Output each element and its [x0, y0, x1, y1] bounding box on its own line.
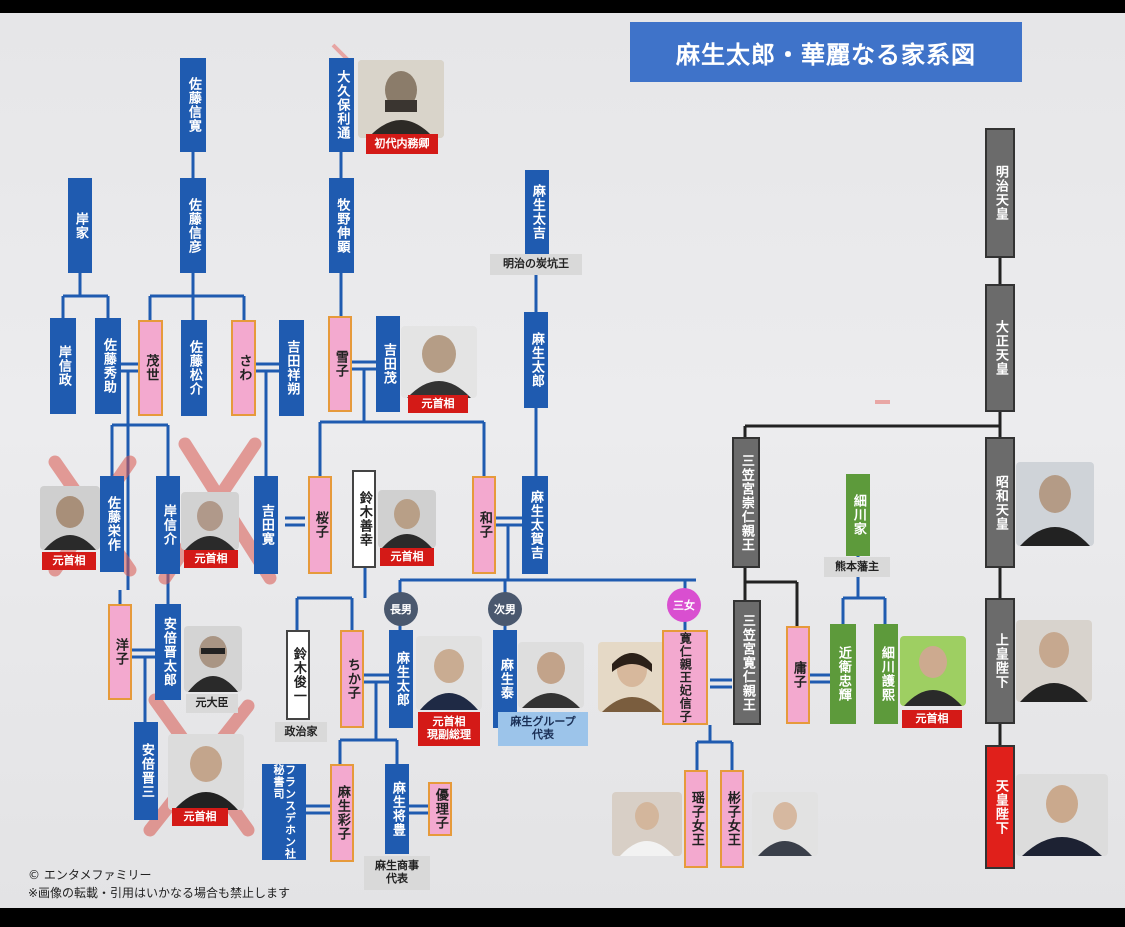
- person-aso-taro: 麻生太郎: [389, 630, 413, 728]
- person-france-secretary: フランスデホン社秘書司: [262, 764, 306, 860]
- abe-shintaro-portrait: [184, 626, 242, 692]
- akiko-portrait: [752, 792, 818, 856]
- person-aso-masatoyo: 麻生将豊: [385, 764, 409, 854]
- person-taisho: 大正天皇: [985, 284, 1015, 412]
- person-kazuko: 和子: [472, 476, 496, 574]
- page-title: 麻生太郎・華麗なる家系図: [630, 22, 1022, 82]
- person-suzuki-shunichi: 鈴木俊一: [286, 630, 310, 720]
- person-mikasa-takahito: 三笠宮崇仁親王: [732, 437, 760, 568]
- person-akiko: 彬子女王: [720, 770, 744, 868]
- label-kumamoto: 熊本藩主: [824, 557, 890, 577]
- label-politician: 政治家: [275, 722, 327, 742]
- person-showa: 昭和天皇: [985, 437, 1015, 568]
- person-sato-matsusuke: 佐藤松介: [181, 320, 207, 416]
- person-tenno: 天皇陛下: [985, 745, 1015, 869]
- label-former-pm-hosokawa: 元首相: [902, 710, 962, 728]
- label-former-pm-sato: 元首相: [42, 552, 96, 570]
- person-nobuko: 寛仁親王妃信子: [662, 630, 708, 725]
- tenno-portrait: [1016, 774, 1108, 856]
- person-sato-eisaku: 佐藤栄作: [100, 476, 124, 572]
- person-kishi-nobusuke: 岸信介: [156, 476, 180, 574]
- nobuko-portrait: [598, 642, 666, 712]
- person-yuriko: 優理子: [428, 782, 452, 836]
- person-makino: 牧野伸顕: [329, 178, 354, 273]
- person-kishi-nobumasa: 岸信政: [50, 318, 76, 414]
- person-sawa: さわ: [231, 320, 256, 416]
- person-hosokawa-morihiro: 細川護熙: [874, 624, 898, 724]
- person-meiji: 明治天皇: [985, 128, 1015, 258]
- person-chikako: ちか子: [340, 630, 364, 728]
- person-sato-nobuhiro: 佐藤信寛: [180, 58, 206, 152]
- person-abe-shintaro: 安倍晋太郎: [155, 604, 181, 700]
- person-yoko-jo: 瑶子女王: [684, 770, 708, 868]
- abe-shinzo-portrait: [168, 734, 244, 810]
- person-yoshida-shigeru: 吉田茂: [376, 316, 400, 412]
- person-aso-takakichi: 麻生太賀吉: [522, 476, 548, 574]
- person-yasuko: 庸子: [786, 626, 810, 724]
- person-yoshida-shosaku: 吉田祥朔: [279, 320, 304, 416]
- person-mikasa-tomohito: 三笠宮寛仁親王: [733, 600, 761, 725]
- person-moyo: 茂世: [138, 320, 163, 416]
- person-suzuki-zenko: 鈴木善幸: [352, 470, 376, 568]
- label-aso-vice-pm: 元首相 現副総理: [418, 712, 480, 746]
- label-former-pm-yoshida: 元首相: [408, 395, 468, 413]
- yoko-jo-portrait: [612, 792, 682, 856]
- label-aso-group: 麻生グループ 代表: [498, 712, 588, 746]
- person-joko: 上皇陛下: [985, 598, 1015, 724]
- aso-yutaka-portrait: [518, 642, 584, 708]
- person-yoko: 洋子: [108, 604, 132, 700]
- person-sakurako: 桜子: [308, 476, 332, 574]
- label-former-minister: 元大臣: [186, 694, 238, 713]
- joko-portrait: [1016, 620, 1092, 702]
- person-aso-yutaka: 麻生泰: [493, 630, 517, 728]
- label-first-interior-minister: 初代内務卿: [366, 134, 438, 154]
- label-former-pm-abe: 元首相: [172, 808, 228, 826]
- person-sato-hidesuke: 佐藤秀助: [95, 318, 121, 414]
- showa-portrait: [1016, 462, 1094, 546]
- person-aso-takichi: 麻生太吉: [525, 170, 549, 254]
- label-aso-shoji: 麻生商事 代表: [364, 856, 430, 890]
- badge-second-son: 次男: [488, 592, 522, 626]
- badge-third-daughter: 三女: [667, 588, 701, 622]
- sato-eisaku-portrait: [40, 486, 100, 550]
- person-hosokawa-ke: 細川家: [846, 474, 870, 556]
- person-konoe: 近衛忠輝: [830, 624, 856, 724]
- person-sato-nobuhiko: 佐藤信彦: [180, 178, 206, 273]
- suzuki-zenko-portrait: [378, 490, 436, 548]
- label-former-pm-suzuki: 元首相: [380, 548, 434, 566]
- aso-taro-portrait: [416, 636, 482, 710]
- label-former-pm-kishi: 元首相: [184, 550, 238, 568]
- person-okubo: 大久保利通: [329, 58, 354, 152]
- badge-eldest-son: 長男: [384, 592, 418, 626]
- hosokawa-portrait: [900, 636, 966, 706]
- person-yoshida-hiroshi: 吉田寛: [254, 476, 278, 574]
- yoshida-shigeru-portrait: [401, 326, 477, 398]
- person-yukiko: 雪子: [328, 316, 352, 412]
- label-coal-king: 明治の炭坑王: [490, 254, 582, 275]
- copyright-line-2: ※画像の転載・引用はいかなる場合も禁止します: [28, 886, 291, 900]
- okubo-portrait: [358, 60, 444, 138]
- copyright-line-1: © エンタメファミリー: [28, 868, 152, 882]
- person-kishi-ke: 岸家: [68, 178, 92, 273]
- person-aso-taro-elder: 麻生太郎: [524, 312, 548, 408]
- person-aso-ayako: 麻生彩子: [330, 764, 354, 862]
- person-abe-shinzo: 安倍晋三: [134, 722, 158, 820]
- kishi-nobusuke-portrait: [181, 492, 239, 550]
